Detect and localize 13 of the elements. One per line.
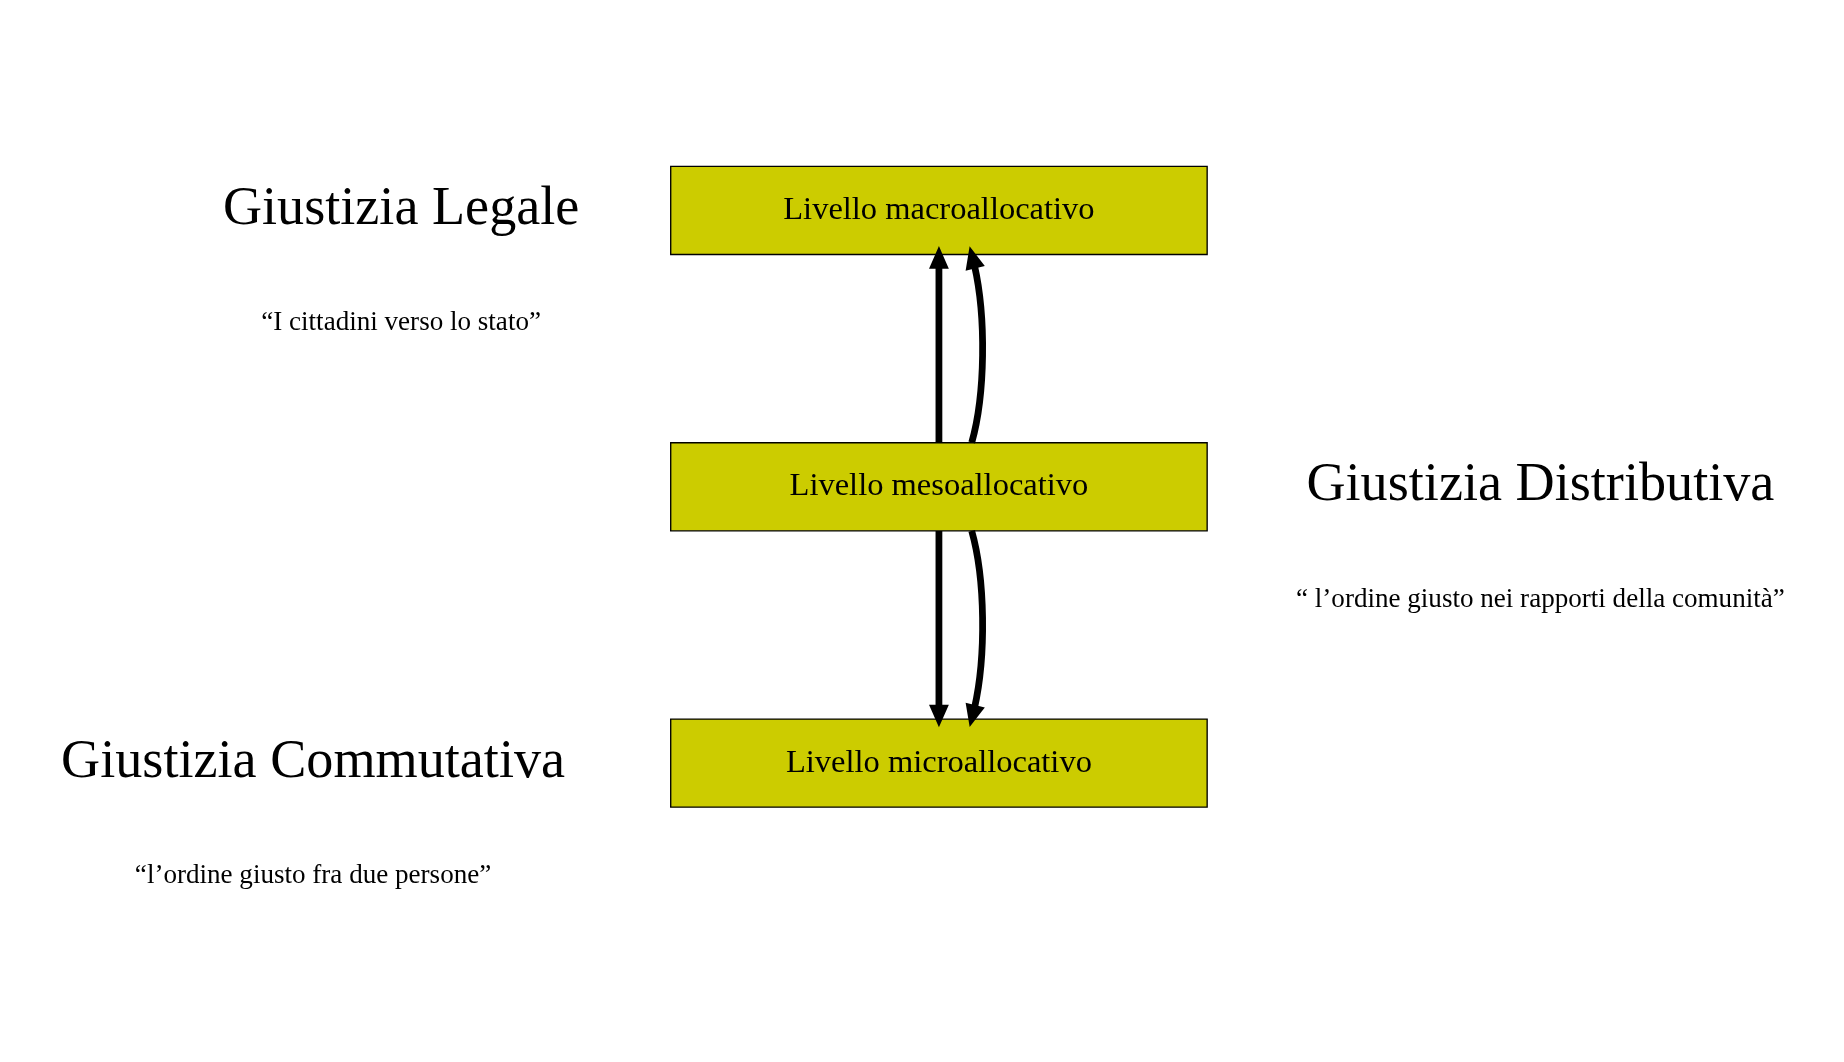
- arrow: [929, 530, 949, 727]
- label: “I cittadini verso lo stato”: [261, 305, 541, 336]
- node-box: Livello mesoallocativo: [670, 441, 1208, 531]
- node-box: Livello microallocativo: [670, 717, 1208, 808]
- arrow: [965, 245, 986, 443]
- node-box: Livello macroallocativo: [670, 165, 1208, 255]
- label: Giustizia Commutativa: [61, 728, 566, 789]
- label: “ l’ordine giusto nei rapporti della comunità”: [1296, 582, 1785, 613]
- label: Giustizia Distributiva: [1306, 451, 1775, 512]
- arrow: [965, 529, 986, 727]
- label: “l’ordine giusto fra due persone”: [134, 858, 492, 889]
- arrow: [929, 245, 949, 443]
- label: Giustizia Legale: [222, 175, 580, 236]
